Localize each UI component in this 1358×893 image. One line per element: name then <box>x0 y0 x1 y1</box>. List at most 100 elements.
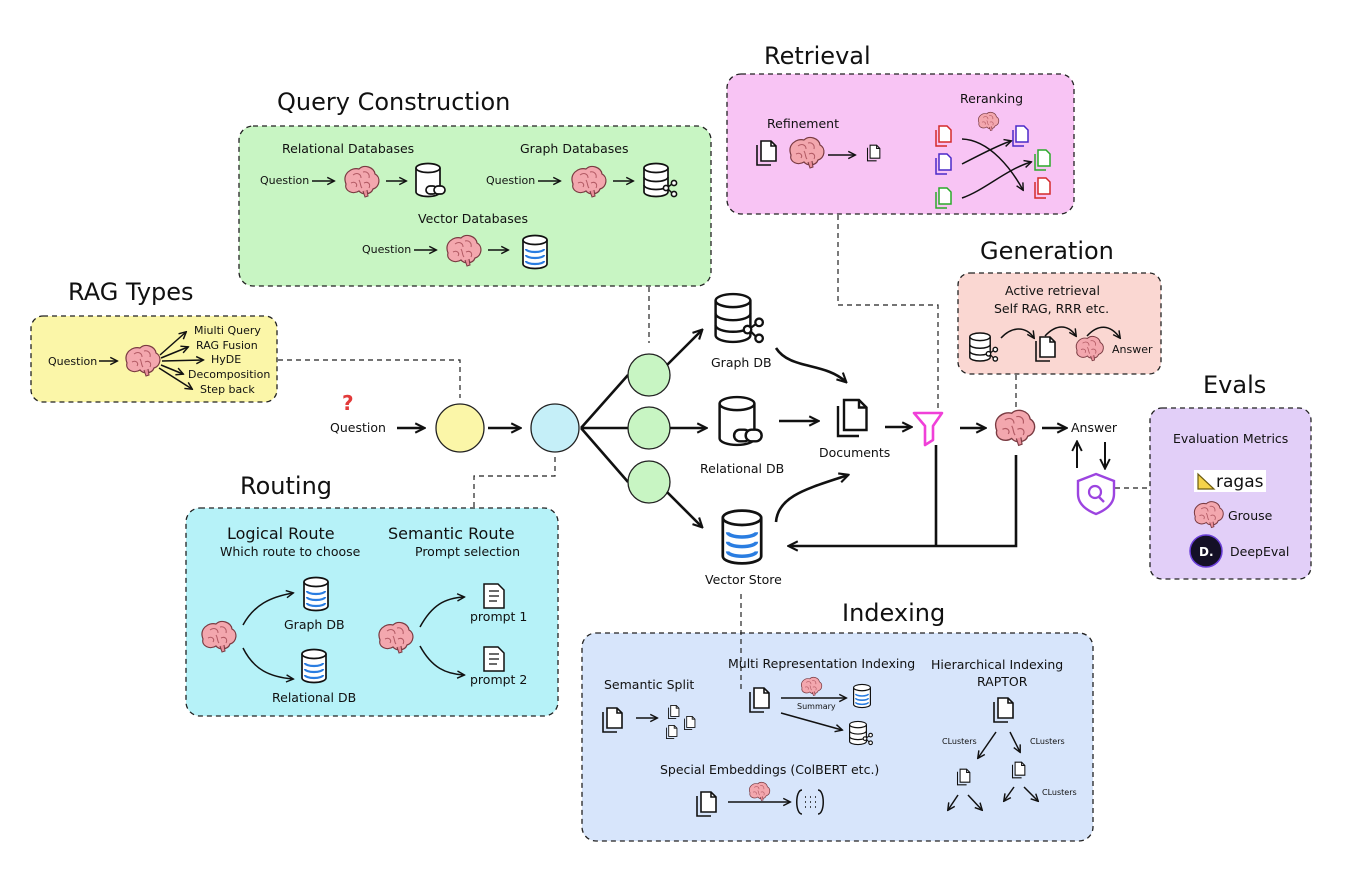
vector-store-icon <box>721 508 763 566</box>
routing-arrow <box>419 645 464 675</box>
generation-line-1: Active retrieval <box>1005 283 1100 298</box>
connector-routing <box>473 455 556 507</box>
retrieval-title: Retrieval <box>764 42 871 70</box>
query-construction-node <box>627 460 671 504</box>
retrieval-panel <box>726 73 1075 215</box>
question-mark-icon: ? <box>342 391 354 415</box>
brain-icon <box>994 409 1036 447</box>
query-construction-node <box>627 353 671 397</box>
svg-text:D.: D. <box>1199 545 1214 559</box>
tree-arrow <box>1023 786 1038 801</box>
rag-types-fan-arrow <box>160 364 183 374</box>
graph-databases-label: Graph Databases <box>520 141 628 156</box>
routing-panel <box>185 507 559 717</box>
semantic-route-sub: Prompt selection <box>415 544 520 559</box>
feedback-line <box>789 455 1018 546</box>
evals-panel <box>1149 407 1312 580</box>
grouse-label: Grouse <box>1228 508 1273 523</box>
flow-arrow <box>666 491 702 527</box>
clusters-label: CLusters <box>1030 737 1065 746</box>
ragas-logo: ragas <box>1194 470 1266 492</box>
rag-type-item: Step back <box>200 383 255 396</box>
rag-types-fan-arrow <box>158 367 192 389</box>
embedding-matrix-icon <box>796 789 824 815</box>
rerank-arrow <box>961 141 1011 165</box>
rag-type-item: Miulti Query <box>194 324 261 337</box>
graph-db-icon <box>714 292 765 344</box>
routing-arrow <box>419 597 464 628</box>
relational-db-icon <box>300 648 328 684</box>
vector-db-icon <box>852 683 872 709</box>
routing-title: Routing <box>240 472 332 500</box>
connector-rag-types <box>278 359 461 398</box>
rag-types-title: RAG Types <box>68 278 194 306</box>
routing-node <box>530 403 580 453</box>
routing-arrow <box>242 593 293 626</box>
prompt-icon <box>483 583 505 609</box>
indexing-arrow <box>780 712 842 730</box>
raptor-label: RAPTOR <box>977 674 1028 689</box>
rag-types-question: Question <box>48 355 97 368</box>
documents-icon <box>836 398 868 438</box>
evals-title: Evals <box>1203 371 1266 399</box>
connector-retrieval <box>837 215 939 410</box>
flow-arrow <box>774 347 846 382</box>
graph-db-icon <box>302 576 330 612</box>
query-construction-node <box>627 406 671 450</box>
generation-loop-arrow <box>1086 326 1120 338</box>
relational-databases-label: Relational Databases <box>282 141 414 156</box>
rag-types-node <box>435 403 485 453</box>
special-embeddings-label: Special Embeddings (ColBERT etc.) <box>660 762 879 777</box>
routing-prompt-1: prompt 1 <box>470 609 527 624</box>
relational-db-icon <box>718 395 763 447</box>
reranking-label: Reranking <box>960 91 1023 106</box>
qc-question-1: Question <box>260 174 309 187</box>
query-construction-title: Query Construction <box>277 88 510 116</box>
shield-search-icon <box>1076 472 1116 516</box>
hierarchical-indexing-label: Hierarchical Indexing <box>931 657 1063 672</box>
prompt-icon <box>483 646 505 672</box>
routing-relational-db: Relational DB <box>272 690 356 705</box>
rag-types-fan-arrow <box>160 347 188 359</box>
generation-line-2: Self RAG, RRR etc. <box>994 301 1109 316</box>
main-relational-db-label: Relational DB <box>700 461 784 476</box>
logical-route-label: Logical Route <box>227 524 335 543</box>
evaluation-metrics-label: Evaluation Metrics <box>1173 431 1288 446</box>
tree-arrow <box>1004 786 1015 801</box>
main-vector-store-label: Vector Store <box>705 572 782 587</box>
semantic-route-label: Semantic Route <box>388 524 515 543</box>
tree-arrow <box>978 731 997 758</box>
semantic-split-label: Semantic Split <box>604 677 694 692</box>
qc-question-3: Question <box>362 243 411 256</box>
rag-type-item: Decomposition <box>188 368 270 381</box>
deepeval-label: DeepEval <box>1230 544 1289 559</box>
filter-icon <box>912 411 944 447</box>
rag-types-fan-arrow <box>159 332 186 356</box>
main-graph-db-label: Graph DB <box>711 355 772 370</box>
rag-types-fan-arrow <box>161 360 203 361</box>
tree-arrow <box>1009 731 1020 752</box>
vector-databases-label: Vector Databases <box>418 211 528 226</box>
refinement-label: Refinement <box>767 116 839 131</box>
clusters-label: CLusters <box>942 737 977 746</box>
flow-fan <box>580 374 629 483</box>
rerank-arrow <box>961 138 1023 190</box>
routing-prompt-2: prompt 2 <box>470 672 527 687</box>
generation-loop-arrow <box>1044 326 1076 336</box>
rerank-arrow <box>961 162 1031 199</box>
rag-type-item: RAG Fusion <box>196 339 258 352</box>
flow-arrow <box>774 475 848 523</box>
flow-arrow <box>666 330 702 366</box>
vector-db-icon <box>521 234 549 270</box>
relational-db-icon <box>415 162 446 198</box>
generation-loop-arrow <box>1000 328 1034 338</box>
deepeval-logo: D. <box>1189 534 1223 568</box>
summary-label: Summary <box>797 702 836 711</box>
multi-representation-label: Multi Representation Indexing <box>728 656 915 671</box>
clusters-label: CLusters <box>1042 788 1077 797</box>
indexing-title: Indexing <box>842 599 945 627</box>
routing-arrow <box>242 647 293 679</box>
main-question-label: Question <box>330 420 386 435</box>
tree-arrow <box>967 794 982 810</box>
